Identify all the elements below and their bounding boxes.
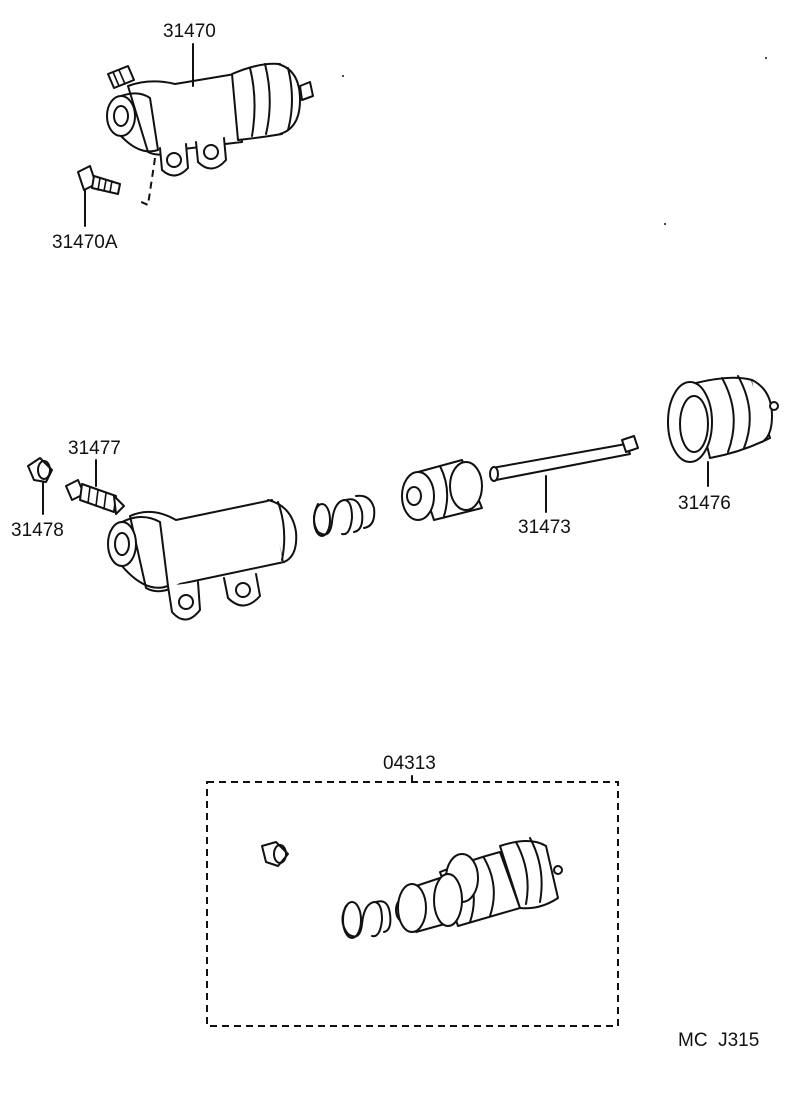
kit-bracket [206, 781, 619, 1027]
cylinder-assembly-drawing [106, 62, 314, 207]
label-31476: 31476 [678, 493, 731, 514]
cylinder-body-drawing [107, 499, 298, 621]
spring-drawing [313, 494, 376, 537]
figure-code: MC J315 [678, 1030, 759, 1051]
label-04313: 04313 [383, 753, 436, 774]
boot-drawing [667, 375, 779, 463]
label-31478: 31478 [11, 520, 64, 541]
kit-cap-drawing [261, 841, 289, 867]
bleeder-screw-drawing [65, 479, 125, 515]
label-31477: 31477 [68, 438, 121, 459]
push-rod-drawing [489, 435, 639, 482]
label-31473: 31473 [518, 517, 571, 538]
kit-spring-drawing [341, 900, 392, 939]
label-31470A: 31470A [52, 232, 118, 253]
kit-piston-boot-drawing [395, 837, 563, 933]
label-31470: 31470 [163, 21, 216, 42]
bleeder-plug-drawing [77, 165, 121, 195]
bleeder-cap-drawing [27, 457, 53, 483]
piston-drawing [401, 459, 483, 521]
